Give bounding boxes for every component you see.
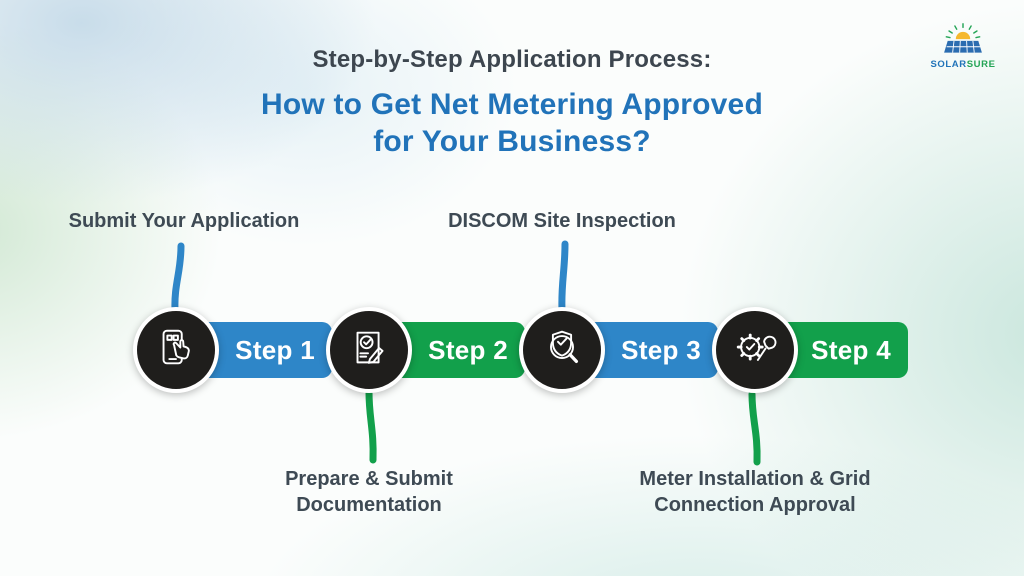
gear-check-wrench-icon (732, 325, 778, 376)
document-check-pencil-icon (346, 325, 392, 376)
step-caption-4: Meter Installation & Grid Connection App… (639, 468, 871, 516)
kicker-title: Step-by-Step Application Process: (312, 46, 712, 73)
step-circle-3 (519, 307, 605, 393)
step-label-1: Step 1 (235, 334, 315, 365)
solarsure-logo: SOLARSURE (924, 22, 1002, 70)
sun-solar-panel-icon (924, 22, 1002, 58)
shield-check-magnifier-icon (539, 325, 585, 376)
connector-step2 (365, 388, 377, 464)
logo-wordmark: SOLARSURE (924, 59, 1002, 70)
page-title-line1: How to Get Net Metering Approved (261, 88, 763, 121)
step-circle-4 (712, 307, 798, 393)
step-caption-1: Submit Your Application (68, 210, 300, 232)
step-circle-2 (326, 307, 412, 393)
step-label-2: Step 2 (428, 334, 508, 365)
logo-text-sure: SURE (966, 59, 996, 70)
page-title: How to Get Net Metering Approved for You… (0, 86, 1024, 160)
step-caption-3: DISCOM Site Inspection (448, 210, 676, 232)
step-caption-2: Prepare & Submit Documentation (285, 468, 453, 516)
step-label-3: Step 3 (621, 334, 701, 365)
connector-step1 (171, 242, 185, 314)
step-label-4: Step 4 (811, 334, 891, 365)
connector-step3 (558, 240, 569, 314)
step-circle-1 (133, 307, 219, 393)
connector-step4 (748, 390, 761, 466)
phone-tap-icon (153, 325, 199, 376)
page-title-line2: for Your Business? (373, 125, 651, 158)
logo-text-solar: SOLAR (930, 59, 967, 70)
